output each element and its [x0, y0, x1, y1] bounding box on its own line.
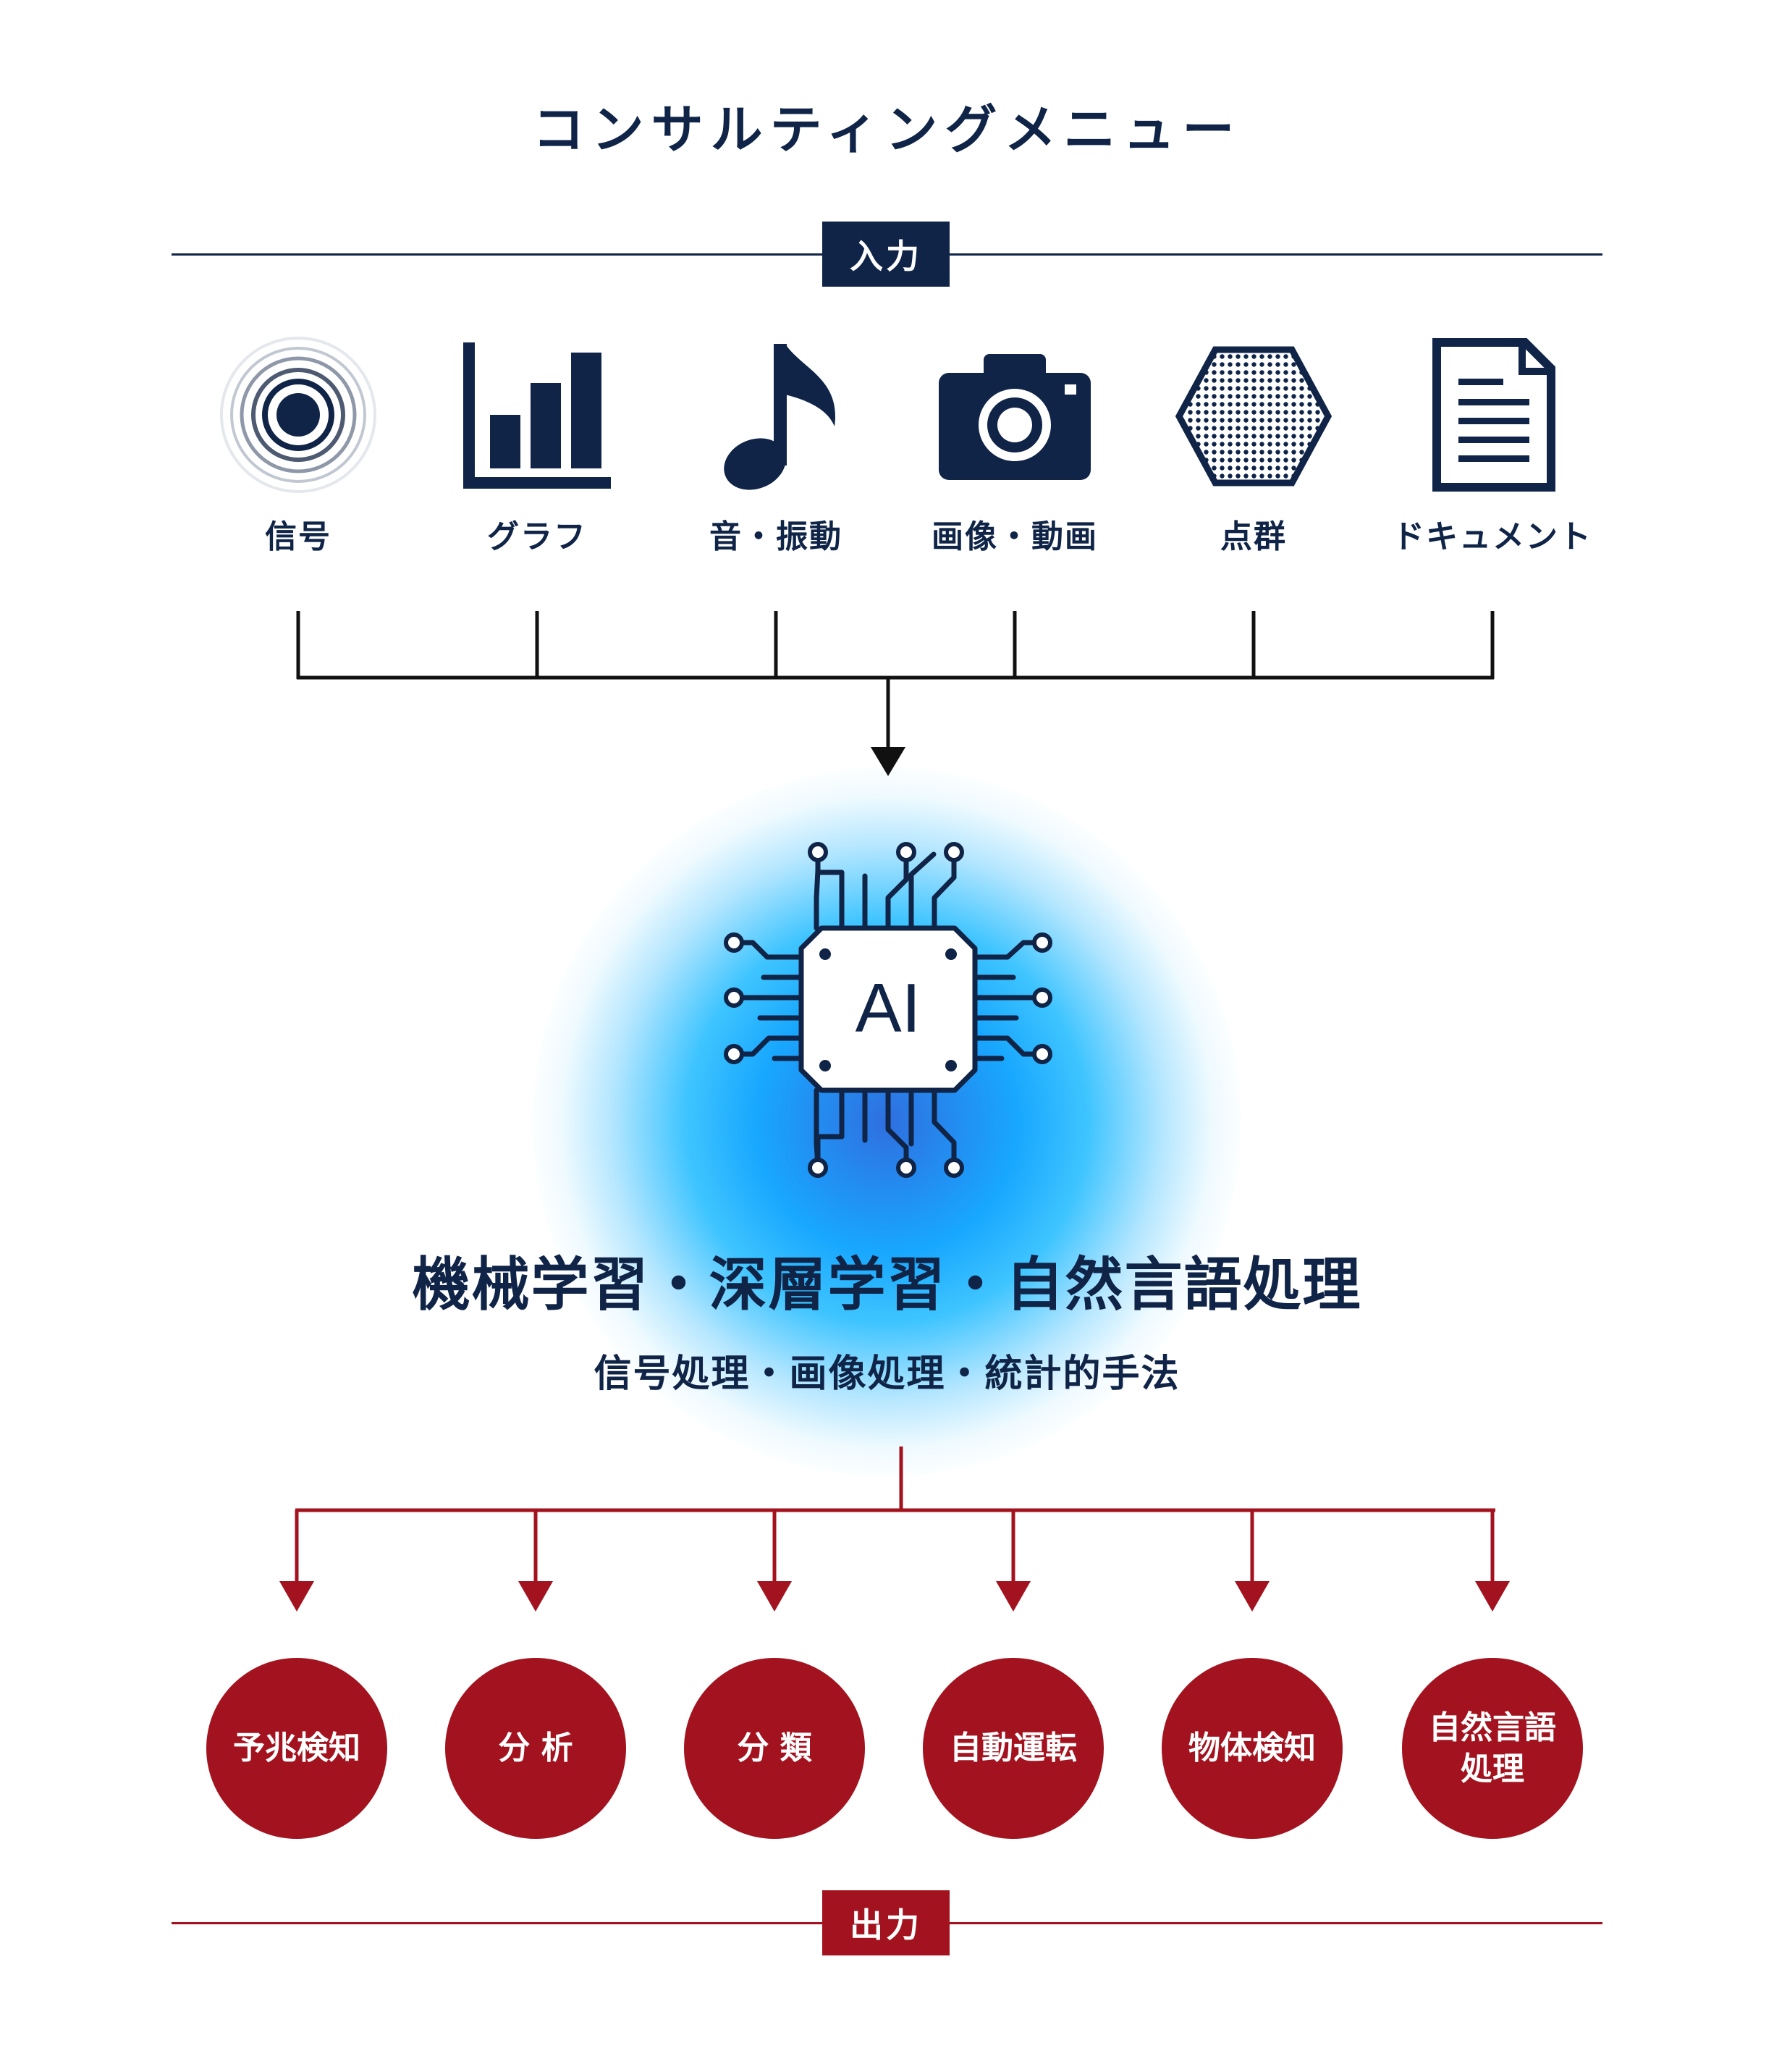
point-cloud-icon: [1170, 337, 1337, 503]
output-arrowheads: [279, 1581, 1510, 1612]
signal-icon: [215, 337, 381, 503]
document-icon: [1409, 337, 1576, 503]
chip-corner-dots: [819, 948, 957, 1071]
input-label-graph: グラフ: [487, 518, 587, 555]
core-subheading: 信号処理・画像処理・統計的手法: [594, 1352, 1180, 1396]
output-autonomous-driving: 自動運転: [923, 1658, 1104, 1839]
output-analysis: 分 析: [445, 1658, 626, 1839]
output-section-tag: 出力: [822, 1890, 950, 1955]
output-connector: [295, 1446, 1495, 1585]
output-object-detection: 物体検知: [1162, 1658, 1343, 1839]
bar-chart-icon: [454, 337, 620, 503]
input-label-sound: 音・振動: [709, 518, 842, 555]
input-label-image: 画像・動画: [932, 518, 1098, 555]
chip-label: AI: [856, 969, 921, 1047]
input-label-document: ドキュメント: [1393, 518, 1592, 555]
ai-chip-icon: [734, 851, 1042, 1168]
music-note-icon: [693, 337, 859, 503]
camera-icon: [932, 337, 1098, 503]
input-section-tag: 入力: [822, 222, 950, 287]
page-title: コンサルティングメニュー: [532, 99, 1242, 160]
input-connector: [296, 611, 1495, 749]
input-arrowhead: [871, 747, 905, 776]
output-classification: 分 類: [684, 1658, 865, 1839]
output-anomaly-detection: 予兆検知: [206, 1658, 387, 1839]
chip-pin-ends: [724, 842, 1052, 1178]
input-label-pointcloud: 点群: [1220, 518, 1287, 555]
output-nlp: 自然言語 処理: [1402, 1658, 1583, 1839]
core-heading: 機械学習・深層学習・自然言語処理: [412, 1251, 1362, 1318]
input-label-signal: 信号: [265, 518, 331, 555]
